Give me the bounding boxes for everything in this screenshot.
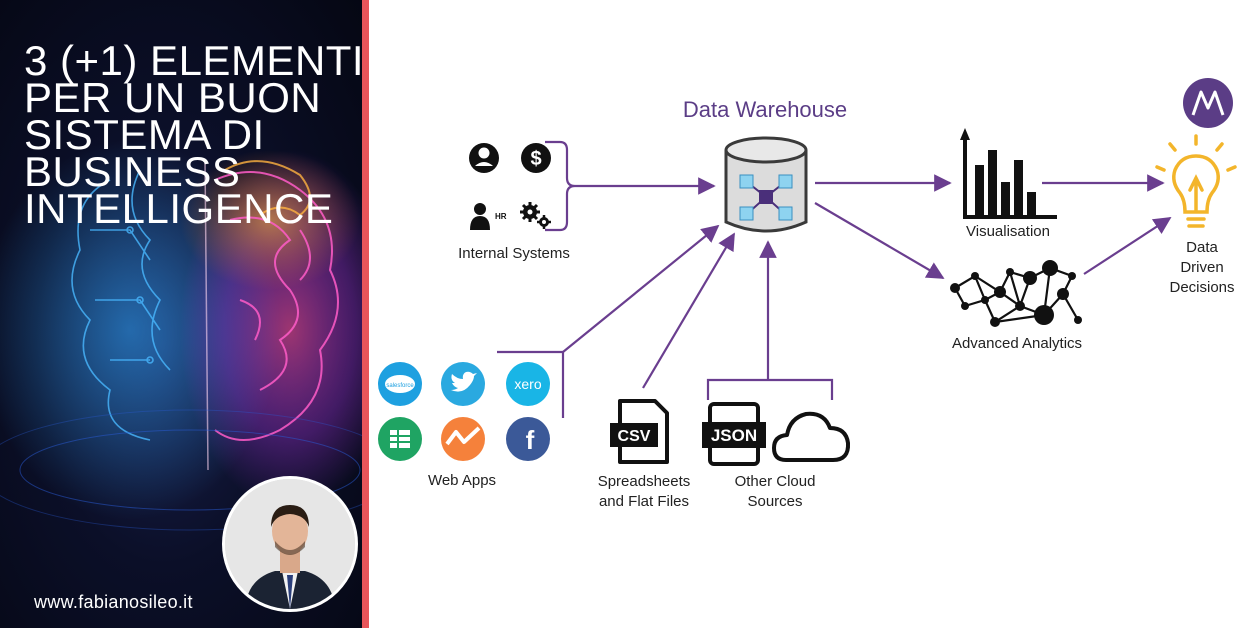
visualisation-label: Visualisation [966,223,1050,240]
database-icon [724,136,808,233]
svg-text:JSON: JSON [711,426,757,445]
arrow-analytics-to-decisions [1083,217,1172,275]
web-apps-label: Web Apps [428,472,496,489]
user-icon [469,143,499,173]
xero-icon: xero [506,362,550,406]
headline-line: INTELLIGENCE [24,185,334,232]
spreadsheets-label-line1: Spreadsheets [598,473,691,490]
hr-user-icon: HR [470,203,507,230]
internal-systems-label: Internal Systems [458,245,570,262]
salesforce-icon: salesforce [378,362,422,406]
connectors [497,140,1172,418]
left-panel: 3 (+1) ELEMENTI PER UN BUON SISTEMA DI B… [0,0,362,628]
headline-line: SISTEMA DI [24,111,265,158]
website-link[interactable]: www.fabianosileo.it [34,592,193,612]
gears-icon [520,202,551,229]
arrow-webapps-to-warehouse [562,224,720,353]
dollar-icon: $ [521,143,551,173]
decisions-label-line2: Driven [1180,259,1223,276]
decisions-label-line3: Decisions [1169,279,1234,296]
svg-text:f: f [526,425,535,455]
svg-text:xero: xero [514,376,541,392]
headline: 3 (+1) ELEMENTI PER UN BUON SISTEMA DI B… [24,37,362,232]
divider-bar [362,0,369,628]
svg-text:HR: HR [495,212,507,221]
author-avatar [222,476,358,612]
data-warehouse-title: Data Warehouse [683,97,847,122]
advanced-analytics-label: Advanced Analytics [952,335,1082,352]
analytics-app-icon [441,417,485,461]
facebook-icon: f [506,417,550,461]
arrow-spreadsheets-to-warehouse [642,232,735,389]
svg-text:CSV: CSV [618,428,651,445]
csv-file-icon: CSV [610,399,669,464]
light-bulb-icon [1155,134,1237,228]
spreadsheets-label-line2: and Flat Files [599,493,689,510]
network-analytics-icon [950,260,1082,327]
svg-text:$: $ [530,148,541,170]
svg-text:salesforce: salesforce [386,383,414,389]
arrow-warehouse-to-analytics [814,202,945,279]
brain-background-image [0,140,362,531]
cloud-icon [772,411,851,462]
google-sheets-icon [378,417,422,461]
bi-diagram: Data Warehouse $ [378,78,1237,510]
bar-chart-icon [960,128,1057,219]
json-file-icon: JSON [702,402,766,466]
headline-line: BUSINESS [24,148,241,195]
headline-line: PER UN BUON [24,74,322,121]
other-cloud-label-line1: Other Cloud [735,473,816,490]
twitter-icon [441,362,485,406]
brand-logo-icon [1183,78,1233,128]
decisions-label-line1: Data [1186,239,1218,256]
other-cloud-label-line2: Sources [747,493,802,510]
headline-line: 3 (+1) ELEMENTI [24,37,362,84]
cloud-sources-bracket [706,378,834,400]
